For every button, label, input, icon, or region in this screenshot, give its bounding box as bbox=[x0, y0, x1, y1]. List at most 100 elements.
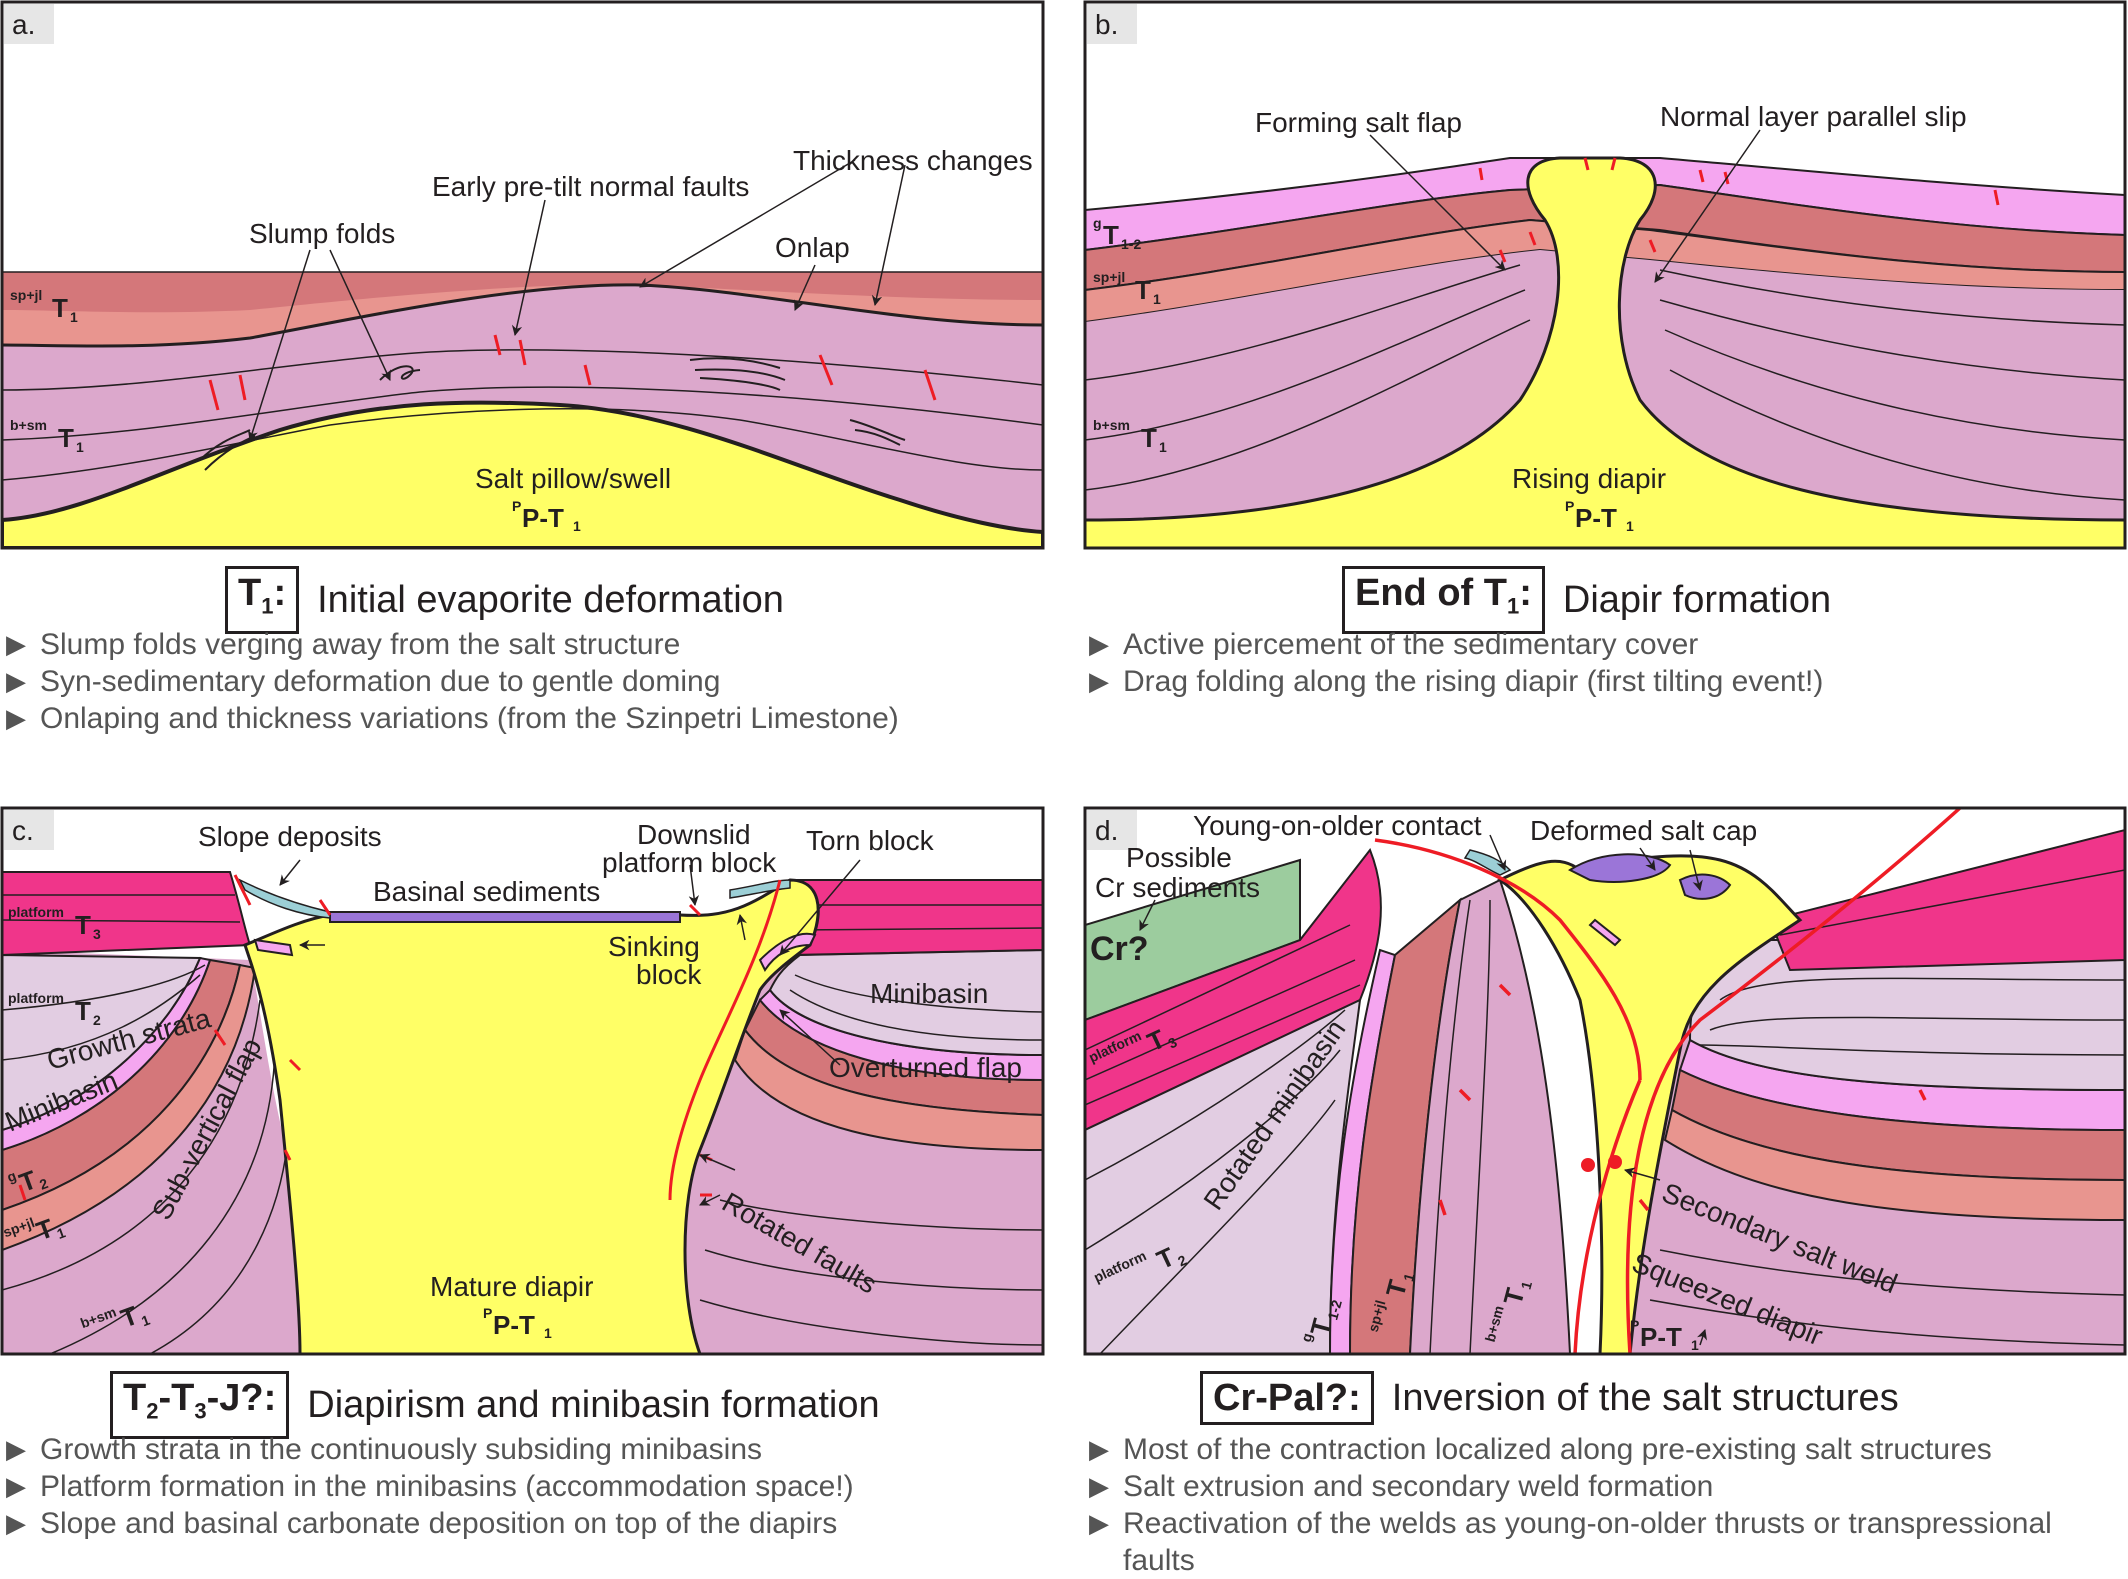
svg-text:1: 1 bbox=[1518, 1279, 1536, 1291]
c-salt-unit: P P-T 1 bbox=[483, 1305, 552, 1341]
d-young-label: Young-on-older contact bbox=[1193, 810, 1482, 841]
a-salt-unit: P P-T 1 bbox=[512, 498, 581, 534]
a-unit-spjl-upper bbox=[2, 272, 1043, 313]
svg-text:P-T: P-T bbox=[522, 503, 564, 533]
c-basinal-label: Basinal sediments bbox=[373, 876, 600, 907]
caption-d: Cr-Pal?: Inversion of the salt structure… bbox=[1200, 1371, 1899, 1425]
svg-text:P: P bbox=[1565, 498, 1574, 514]
d-possible2-label: Cr sediments bbox=[1095, 872, 1260, 903]
svg-text:P: P bbox=[1630, 1317, 1639, 1333]
c-torn-label: Torn block bbox=[806, 825, 935, 856]
svg-text:P: P bbox=[483, 1305, 492, 1321]
bullet-item: ▶Syn-sedimentary deformation due to gent… bbox=[6, 665, 721, 698]
panel-c bbox=[2, 808, 1043, 1354]
bullet-item: ▶Onlaping and thickness variations (from… bbox=[6, 702, 899, 735]
bullets-d: ▶Most of the contraction localized along… bbox=[1085, 1431, 2115, 1579]
panel-c-frame bbox=[0, 806, 1045, 1356]
caption-b-box: End of T1: bbox=[1342, 566, 1545, 634]
a-onlap-label: Onlap bbox=[775, 232, 850, 263]
a-unit-bot-label: b+sm T 1 bbox=[10, 417, 84, 455]
d-cr-label: Cr? bbox=[1090, 930, 1149, 968]
c-sinking2-label: block bbox=[636, 959, 702, 990]
svg-text:P: P bbox=[512, 498, 521, 514]
a-salt-label: Salt pillow/swell bbox=[475, 463, 671, 494]
svg-text:sp+jl: sp+jl bbox=[1093, 269, 1125, 285]
panel-a-frame bbox=[0, 0, 1045, 550]
bullet-item: ▶Slope and basinal carbonate deposition … bbox=[6, 1507, 838, 1540]
c-minibasin-r-label: Minibasin bbox=[870, 978, 988, 1009]
panel-d-letter-bg bbox=[1087, 810, 1137, 850]
panel-a-letter: a. bbox=[12, 9, 35, 40]
svg-text:g: g bbox=[1298, 1331, 1316, 1343]
bullet-item: ▶Slump folds verging away from the salt … bbox=[6, 628, 681, 661]
caption-c-box: T2-T3-J?: bbox=[110, 1371, 290, 1439]
caption-a: T1: Initial evaporite deformation bbox=[225, 566, 784, 634]
svg-text:T: T bbox=[1304, 1315, 1337, 1338]
bullet-item: ▶Most of the contraction localized along… bbox=[1089, 1433, 1992, 1466]
b-salt-unit: P P-T 1 bbox=[1565, 498, 1634, 534]
panel-d-letter: d. bbox=[1095, 815, 1118, 846]
b-flap-label: Forming salt flap bbox=[1255, 107, 1462, 138]
d-u4-label: sp+jl T 1 bbox=[1365, 1271, 1418, 1333]
a-slump-label: Slump folds bbox=[249, 218, 395, 249]
panel-b bbox=[1085, 2, 2125, 548]
caption-d-box: Cr-Pal?: bbox=[1200, 1371, 1374, 1425]
bullet-item: ▶Reactivation of the welds as young-on-o… bbox=[1089, 1507, 2052, 1577]
svg-text:platform: platform bbox=[8, 990, 64, 1006]
svg-text:g: g bbox=[1093, 215, 1102, 231]
svg-text:2: 2 bbox=[93, 1012, 101, 1028]
svg-text:1-2: 1-2 bbox=[1324, 1298, 1345, 1322]
d-cap-label: Deformed salt cap bbox=[1530, 815, 1757, 846]
caption-b-text: Diapir formation bbox=[1562, 578, 1832, 621]
c-salt-label: Mature diapir bbox=[430, 1271, 593, 1302]
c-u2-label: platform T 2 bbox=[8, 990, 101, 1028]
svg-text:T: T bbox=[75, 996, 91, 1026]
panel-b-frame bbox=[1083, 0, 2127, 550]
bullets-c: ▶Growth strata in the continuously subsi… bbox=[2, 1431, 854, 1542]
panel-a-letter-bg bbox=[4, 4, 54, 44]
panel-b-letter: b. bbox=[1095, 9, 1118, 40]
d-u3-label: g T 1-2 bbox=[1298, 1298, 1345, 1344]
svg-text:P-T: P-T bbox=[1575, 503, 1617, 533]
svg-text:b+sm: b+sm bbox=[1093, 417, 1130, 433]
svg-text:1: 1 bbox=[1159, 439, 1167, 455]
b-salt-label: Rising diapir bbox=[1512, 463, 1666, 494]
svg-text:P-T: P-T bbox=[1640, 1322, 1682, 1352]
svg-text:1: 1 bbox=[1153, 291, 1161, 307]
svg-text:T: T bbox=[58, 423, 74, 453]
svg-text:1: 1 bbox=[70, 309, 78, 325]
svg-text:T: T bbox=[1497, 1285, 1530, 1308]
b-slip-label: Normal layer parallel slip bbox=[1660, 101, 1967, 132]
panel-c-letter-bg bbox=[4, 810, 54, 850]
panel-c-letter: c. bbox=[12, 815, 34, 846]
svg-text:1: 1 bbox=[1691, 1337, 1699, 1353]
b-u2-label: sp+jl T 1 bbox=[1093, 269, 1161, 307]
caption-c-text: Diapirism and minibasin formation bbox=[307, 1383, 880, 1426]
c-downslid1-label: Downslid bbox=[637, 819, 751, 850]
d-salt-unit: P P-T 1 bbox=[1630, 1317, 1699, 1353]
svg-text:3: 3 bbox=[93, 926, 101, 942]
svg-text:1: 1 bbox=[544, 1325, 552, 1341]
b-u1-label: g T 1-2 bbox=[1093, 215, 1141, 252]
panel-d bbox=[1085, 808, 2125, 1354]
svg-text:1: 1 bbox=[76, 439, 84, 455]
svg-text:T: T bbox=[1380, 1277, 1413, 1300]
svg-text:sp+jl: sp+jl bbox=[10, 287, 42, 303]
c-slope-label: Slope deposits bbox=[198, 821, 382, 852]
svg-text:1: 1 bbox=[573, 518, 581, 534]
a-unit-top-label: sp+jl T 1 bbox=[10, 287, 78, 325]
c-downslid2-label: platform block bbox=[602, 847, 777, 878]
svg-text:T: T bbox=[1141, 423, 1157, 453]
svg-text:1: 1 bbox=[1626, 518, 1634, 534]
a-thickness-label: Thickness changes bbox=[793, 145, 1033, 176]
svg-text:platform: platform bbox=[8, 904, 64, 920]
svg-text:b+sm: b+sm bbox=[10, 417, 47, 433]
bullets-b: ▶Active piercement of the sedimentary co… bbox=[1085, 626, 1823, 700]
svg-text:1: 1 bbox=[1400, 1271, 1418, 1283]
panel-b-letter-bg bbox=[1087, 4, 1137, 44]
panel-d-frame bbox=[1083, 806, 2127, 1356]
svg-text:T: T bbox=[1135, 275, 1151, 305]
caption-d-text: Inversion of the salt structures bbox=[1391, 1377, 1899, 1419]
svg-text:P-T: P-T bbox=[493, 1310, 535, 1340]
